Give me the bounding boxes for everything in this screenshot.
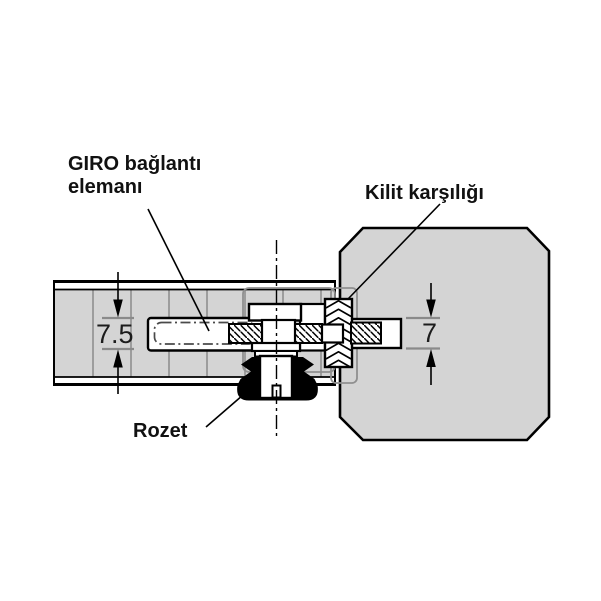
- arrow-up-icon: [426, 349, 436, 367]
- strike-leader-line: [347, 203, 441, 300]
- giro-leader-line: [147, 208, 210, 332]
- dimension-value-7-5: 7.5: [96, 319, 134, 349]
- bolt-end-section: [350, 321, 382, 345]
- label-giro-line2: elemanı: [68, 176, 142, 198]
- dimension-strike-hole: 7: [406, 283, 440, 385]
- bolt-mid-section: [294, 323, 323, 344]
- connector-bolt: [228, 321, 382, 345]
- dimension-value-7: 7: [422, 318, 437, 348]
- dimension-panel-groove: 7.5: [96, 272, 134, 394]
- rosette-assembly: [237, 354, 318, 401]
- label-strike-plate: Kilit karşılığı: [365, 182, 484, 204]
- strike-catch-window: [320, 323, 345, 344]
- arrow-up-icon: [113, 349, 123, 368]
- connector-cap: [247, 302, 303, 322]
- bolt-left-section: [228, 323, 263, 344]
- rosette-leader-line: [205, 394, 244, 428]
- label-rosette: Rozet: [133, 420, 188, 442]
- connector-column: [260, 318, 297, 346]
- arrow-down-icon: [113, 299, 123, 318]
- arrow-down-icon: [426, 299, 436, 318]
- label-giro-line1: GIRO bağlantı: [68, 153, 201, 175]
